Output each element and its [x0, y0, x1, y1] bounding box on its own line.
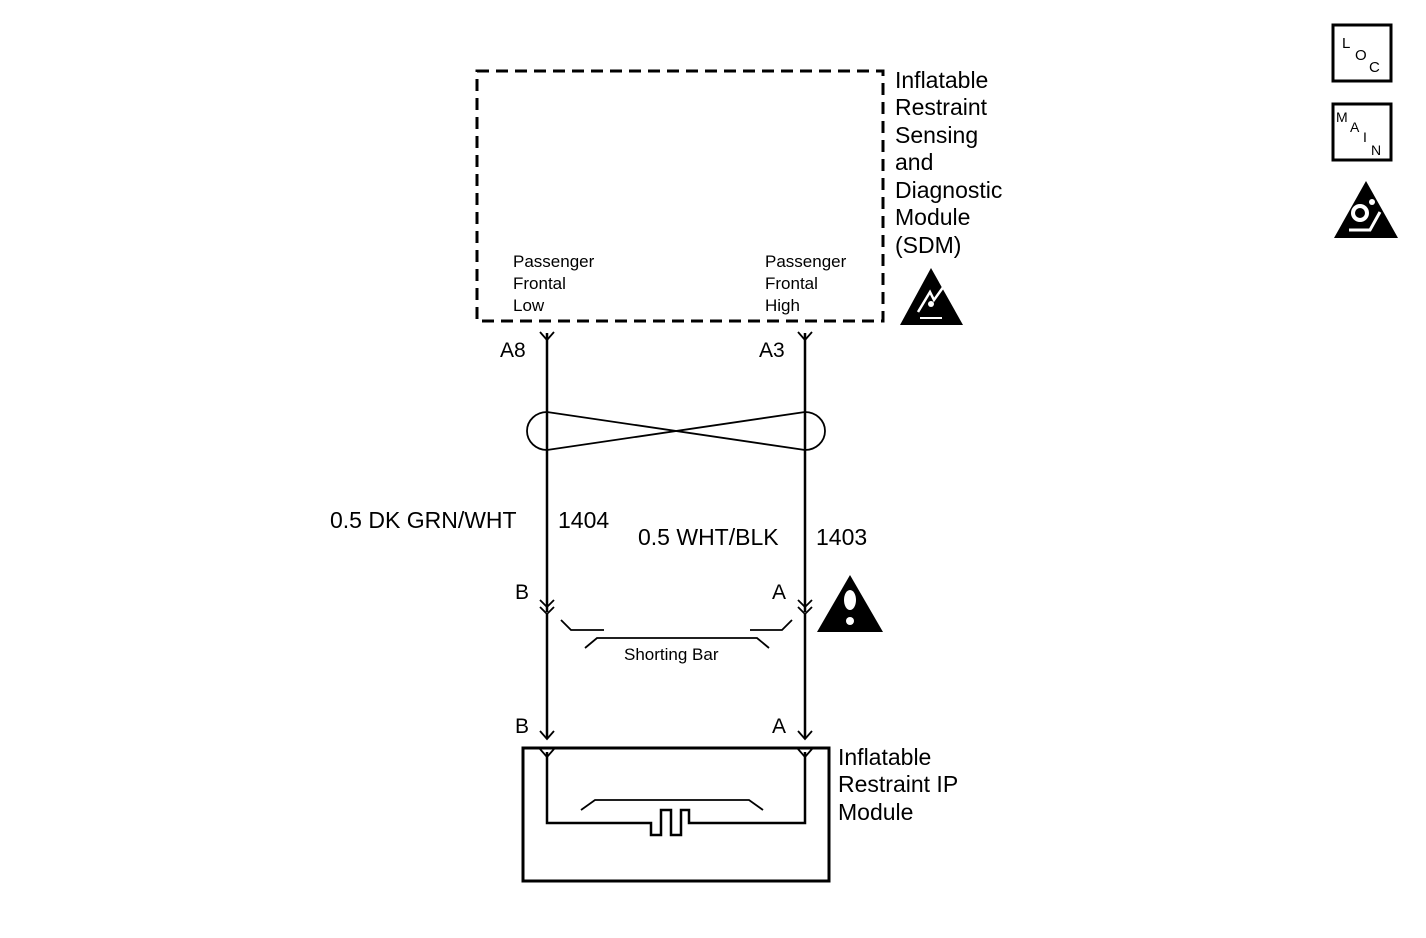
pin-a8-label: A8: [500, 339, 526, 362]
connector-lower-b-label: B: [515, 715, 529, 738]
svg-text:C: C: [1369, 59, 1380, 76]
connector-upper-a-label: A: [772, 581, 786, 604]
shorting-bar: [560, 619, 793, 649]
sdm-terminal-left-label: Passenger Frontal Low: [513, 252, 599, 315]
arrow-left: [539, 730, 555, 741]
sdm-title: Inflatable Restraint Sensing and Diagnos…: [895, 67, 1009, 258]
ip-module-title: Inflatable Restraint IP Module: [838, 744, 964, 825]
pin-a3-label: A3: [759, 339, 785, 362]
svg-text:A: A: [1350, 119, 1360, 135]
wire-left-color-label: 0.5 DK GRN/WHT: [330, 507, 517, 533]
shorting-bar-label: Shorting Bar: [624, 645, 719, 664]
wire-right-color-label: 0.5 WHT/BLK: [638, 524, 779, 550]
wire-left-circuit-label: 1404: [558, 507, 609, 533]
arrow-right: [797, 730, 813, 741]
ip-module-box: [521, 746, 831, 883]
loc-icon[interactable]: L O C: [1331, 23, 1393, 83]
svg-text:I: I: [1363, 129, 1367, 145]
main-icon[interactable]: M A I N: [1331, 102, 1393, 162]
ip-module-shorting-bar: [580, 799, 764, 811]
svg-text:O: O: [1355, 47, 1367, 64]
sdm-module-box: [475, 69, 885, 323]
caution-icon: [817, 575, 883, 632]
wire-right-circuit-label: 1403: [816, 524, 867, 550]
svg-text:N: N: [1371, 142, 1381, 158]
esd-warning-icon: [900, 268, 963, 325]
svg-text:M: M: [1336, 109, 1348, 125]
sdm-terminal-right-label: Passenger Frontal High: [765, 252, 851, 315]
ip-module-igniter-loop: [545, 752, 807, 837]
svg-text:L: L: [1342, 35, 1350, 52]
twisted-pair-symbol: [526, 411, 826, 451]
airbag-warning-icon: [1334, 181, 1398, 238]
connector-upper-b-label: B: [515, 581, 529, 604]
connector-lower-a-label: A: [772, 715, 786, 738]
